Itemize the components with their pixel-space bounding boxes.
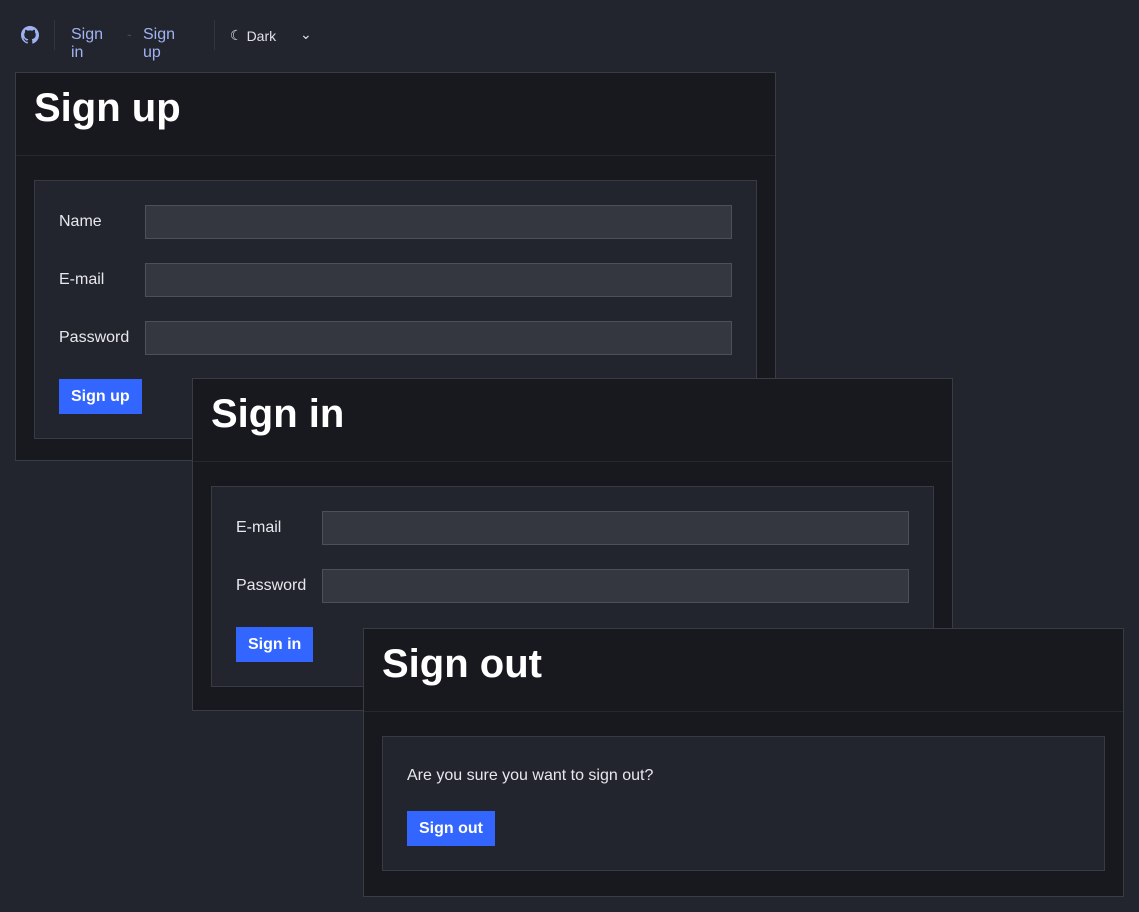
nav-divider: [54, 20, 55, 50]
name-label: Name: [59, 213, 102, 230]
github-icon[interactable]: [21, 26, 39, 44]
email-input[interactable]: [145, 263, 732, 297]
email-input[interactable]: [322, 511, 909, 545]
sign-up-title: Sign up: [16, 73, 775, 156]
theme-label: Dark: [246, 27, 277, 44]
password-label: Password: [59, 329, 130, 346]
password-input[interactable]: [145, 321, 732, 355]
sign-in-title: Sign in: [193, 379, 952, 462]
name-input[interactable]: [145, 205, 732, 239]
email-label: E-mail: [59, 271, 105, 288]
moon-icon: ☾: [230, 27, 243, 43]
sign-out-title: Sign out: [364, 629, 1123, 712]
sign-out-panel: Are you sure you want to sign out? Sign …: [382, 736, 1105, 871]
theme-selector[interactable]: ☾ Dark: [230, 27, 276, 44]
password-input[interactable]: [322, 569, 909, 603]
sign-out-card: Sign out Are you sure you want to sign o…: [363, 628, 1124, 897]
sign-up-button[interactable]: Sign up: [59, 379, 142, 414]
chevron-down-icon[interactable]: ⌄: [300, 26, 312, 42]
nav-sign-in-link[interactable]: Sign in: [71, 26, 104, 61]
nav-sign-up-link[interactable]: Sign up: [143, 26, 176, 61]
nav-divider: [214, 20, 215, 50]
email-label: E-mail: [236, 519, 282, 536]
sign-out-button[interactable]: Sign out: [407, 811, 495, 846]
nav-separator: -: [127, 26, 132, 42]
password-label: Password: [236, 577, 307, 594]
sign-out-message: Are you sure you want to sign out?: [407, 767, 654, 784]
sign-in-button[interactable]: Sign in: [236, 627, 314, 662]
